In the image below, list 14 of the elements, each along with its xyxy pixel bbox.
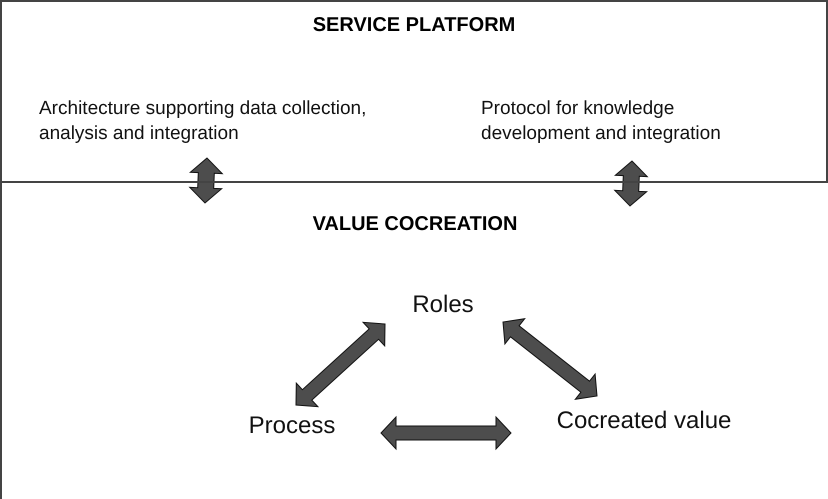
- concept-label: Cocreated value: [556, 408, 732, 435]
- diagram-section: [0, 0, 828, 181]
- description-text: Architecture supporting data collection, analysis and integration: [39, 97, 368, 146]
- diagram-section: [0, 181, 828, 499]
- section-heading: VALUE COCREATION: [312, 213, 518, 236]
- concept-label: Process: [248, 412, 336, 440]
- double-block-arrow: [613, 160, 649, 207]
- double-block-arrow: [296, 322, 386, 408]
- concept-label: Roles: [412, 292, 474, 319]
- description-text: Protocol for knowledge development and integration: [481, 97, 722, 146]
- double-block-arrow: [188, 157, 224, 204]
- section-heading: SERVICE PLATFORM: [312, 14, 516, 37]
- double-block-arrow: [502, 318, 598, 400]
- double-block-arrow: [380, 416, 512, 450]
